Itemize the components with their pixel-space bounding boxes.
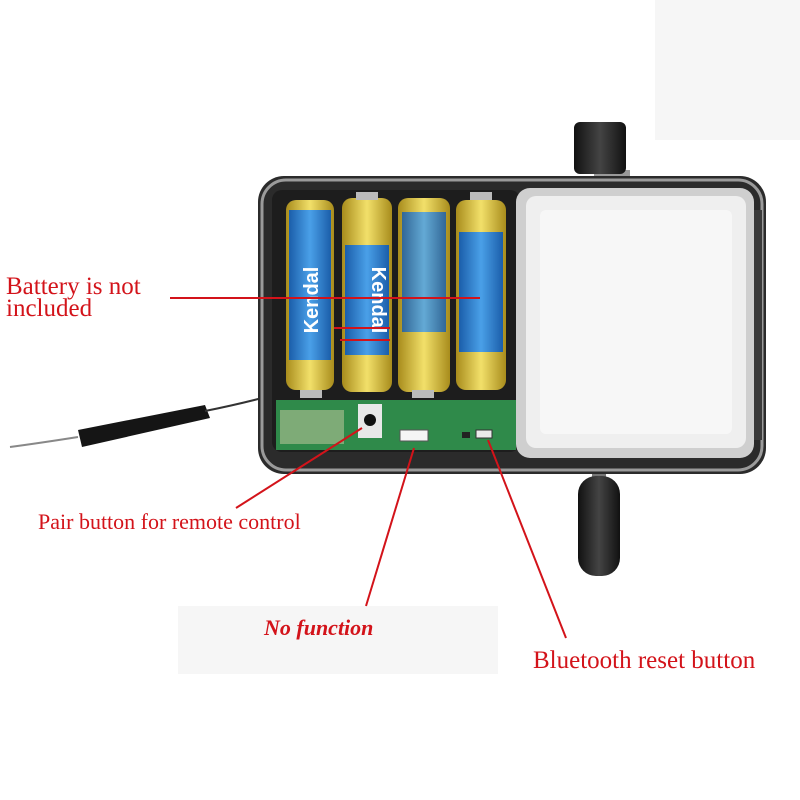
- battery-label-line-2: included: [6, 295, 93, 322]
- battery-brand-label: Kendal: [301, 267, 323, 334]
- bluetooth-reset-label: Bluetooth reset button: [533, 647, 756, 674]
- battery-not-included-label: Battery is not included: [6, 273, 141, 322]
- battery-2: [342, 192, 392, 392]
- background-patch-bottom: [178, 606, 498, 674]
- pair-button-icon: [364, 414, 376, 426]
- battery-pack: [286, 192, 506, 398]
- antenna-stub: [578, 468, 620, 576]
- antenna-wire: [9, 397, 263, 448]
- battery-4: [456, 192, 506, 390]
- battery-3: [398, 198, 450, 398]
- bluetooth-reset-switch: [475, 429, 493, 439]
- background-patch-top-right: [655, 0, 800, 140]
- battery-brand-label-2: Kendal: [367, 267, 389, 334]
- pair-button-label: Pair button for remote control: [38, 509, 301, 534]
- no-function-label: No function: [264, 615, 374, 640]
- battery-label-line-1: Battery is not: [6, 273, 141, 300]
- battery-1: [286, 200, 334, 398]
- no-function-switch: [399, 429, 429, 442]
- device-cover: [516, 188, 754, 458]
- annotation-lines: [170, 297, 567, 639]
- pcb-board: [276, 400, 516, 450]
